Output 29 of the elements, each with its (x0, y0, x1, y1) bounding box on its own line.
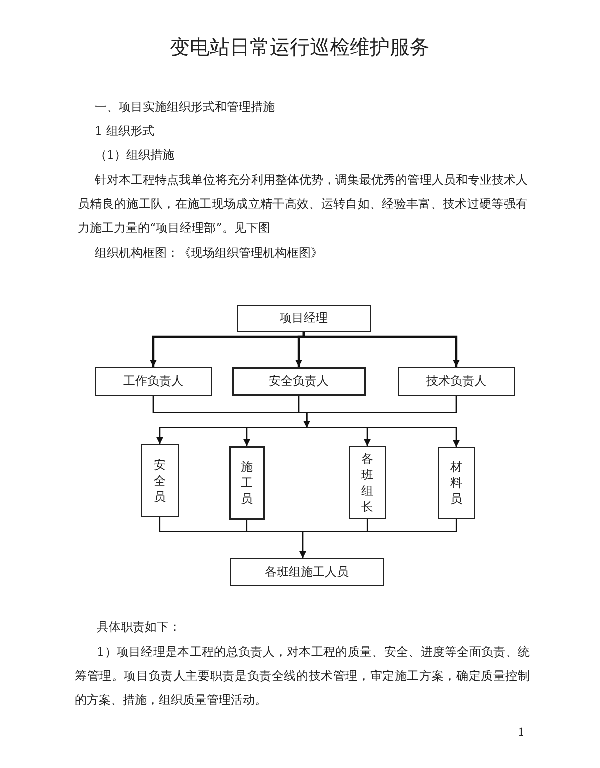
role-box (141, 444, 179, 517)
box-label: 施工员 (240, 459, 254, 507)
position-box (237, 305, 371, 332)
figure-caption: 组织机构框图：《现场组织管理机构框图》 (95, 245, 323, 262)
box-label: 工作负责人 (124, 373, 184, 390)
page-number: 1 (518, 725, 525, 741)
box-label: 各班组施工人员 (265, 564, 349, 580)
body-paragraph: 1）项目经理是本工程的总负责人，对本工程的质量、安全、进度等全面负责、统筹管理。项目负责人主要职责是负责全线的技术管理，审定施工方案，确定质量控制的方案、措施，组织质量管理活动。 (75, 644, 530, 709)
position-box (230, 558, 384, 586)
section-heading: 一、项目实施组织形式和管理措施 (95, 99, 275, 116)
box-label: 材料员 (450, 459, 463, 507)
body-paragraph: 针对本工程特点我单位将充分利用整体优势，调集最优秀的管理人员和专业技术人员精良的施工队，在施工现场成立精干高效、运转自如、经验丰富、技术过硬等强有力施工力量的“项目经理部”。见下图 (78, 172, 528, 237)
connector-arrow (300, 519, 458, 558)
subsection-heading: （1）组织措施 (95, 147, 175, 164)
box-label: 技术负责人 (426, 373, 486, 390)
role-box (229, 446, 265, 520)
box-label: 安全员 (154, 456, 166, 504)
position-box (232, 367, 366, 396)
box-label: 项目经理 (280, 310, 328, 327)
subsection-heading: 1 组织形式 (95, 123, 154, 140)
body-text: 具体职责如下： (97, 619, 181, 636)
position-box (95, 367, 212, 396)
box-label: 安全负责人 (269, 373, 329, 390)
box-label: 各班组长 (361, 450, 374, 514)
role-box (438, 447, 475, 519)
connector-arrow (302, 332, 460, 367)
page-title: 变电站日常运行巡检维护服务 (169, 34, 431, 61)
position-box (398, 367, 515, 396)
role-box (349, 446, 386, 519)
